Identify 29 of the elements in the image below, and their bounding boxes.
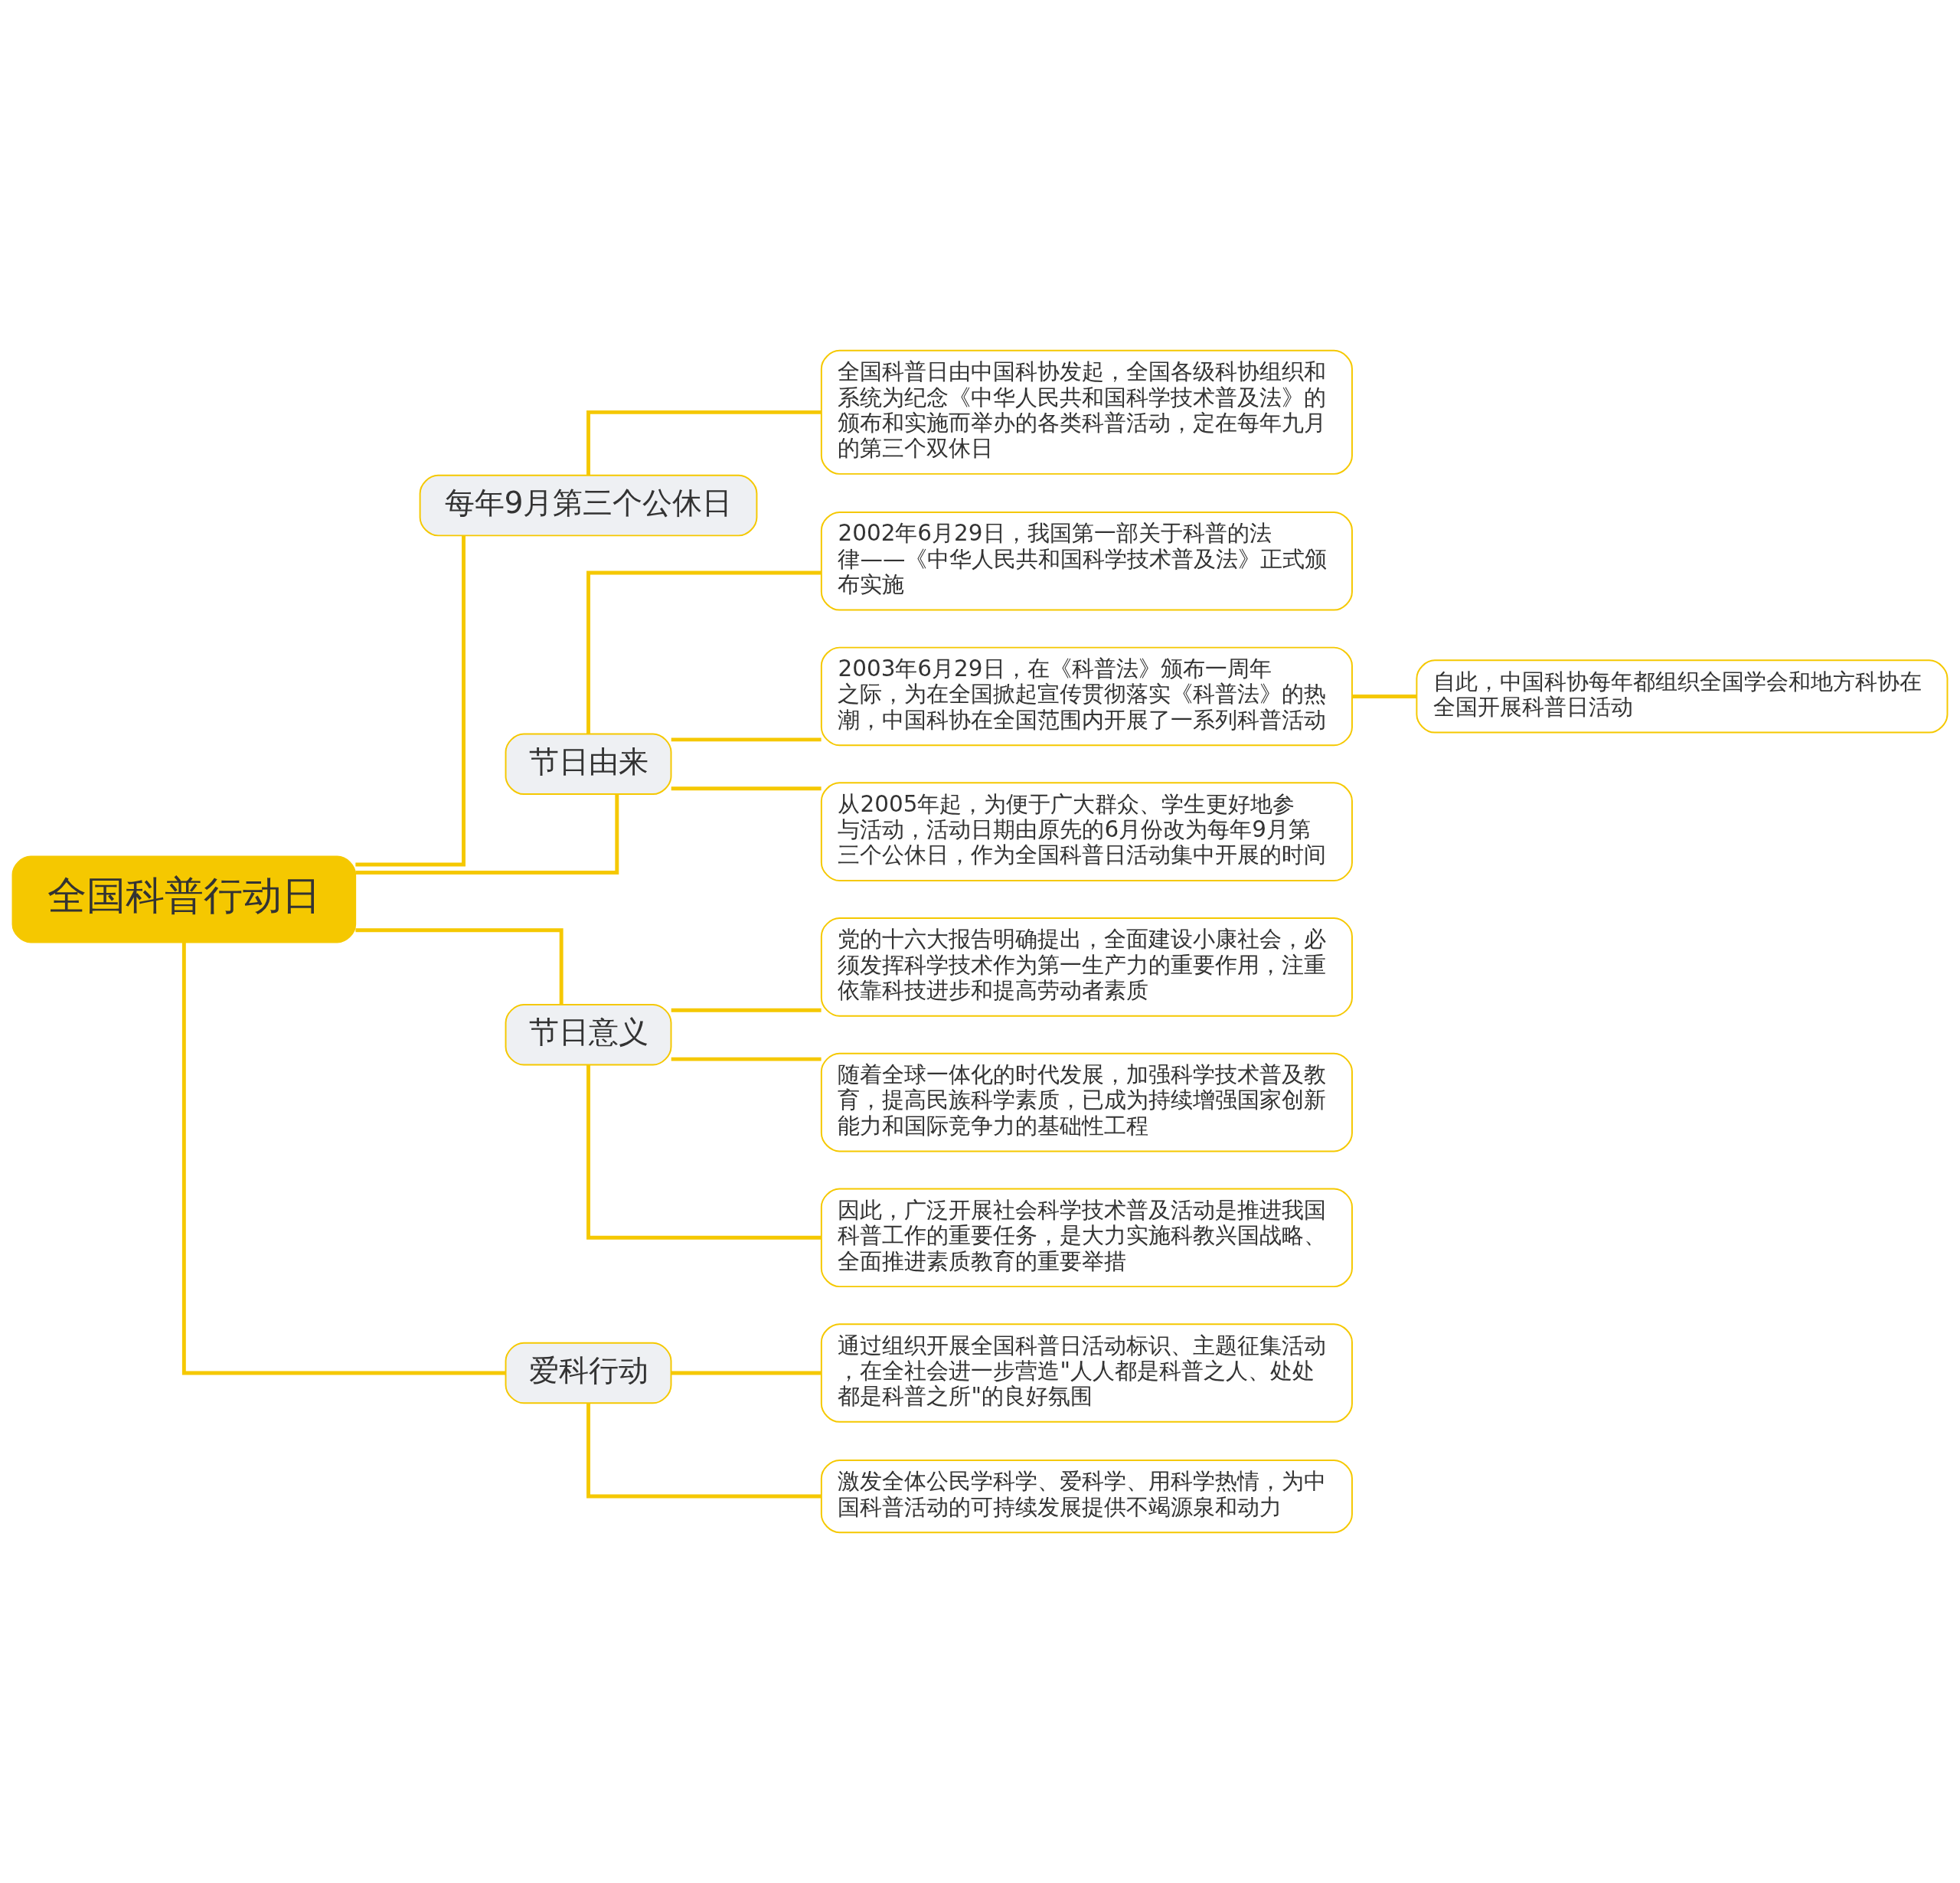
node-box: 全国科普行动日 (11, 855, 357, 943)
node-box: 随着全球一体化的时代发展，加强科学技术普及教育，提高民族科学素质，已成为持续增强国家创新能力和国际竞争力的基础性工程 (820, 1052, 1353, 1152)
connector (671, 1371, 822, 1375)
node-box: 爱科行动 (505, 1342, 672, 1404)
node-box: 节日意义 (505, 1004, 672, 1066)
node-box: 2003年6月29日，在《科普法》颁布一周年之际，为在全国掀起宣传贯彻落实《科普法》的热潮，中国科协在全国范围内开展了一系列科普活动 (820, 646, 1353, 747)
node-box: 自此，中国科协每年都组织全国学会和地方科协在全国开展科普日活动 (1416, 659, 1949, 734)
connector (671, 1008, 822, 1012)
connector (586, 1403, 822, 1499)
connector (586, 1064, 822, 1240)
connector (355, 794, 619, 874)
node-box: 全国科普日由中国科协发起，全国各级科协组织和系统为纪念《中华人民共和国科学技术普及法》的颁布和实施而举办的各类科普活动，定在每年九月的第三个双休日 (820, 349, 1353, 475)
node-box: 激发全体公民学科学、爱科学、用科学热情，为中国科普活动的可持续发展提供不竭源泉和动力 (820, 1459, 1353, 1534)
node-box: 从2005年起，为便于广大群众、学生更好地参与活动，活动日期由原先的6月份改为每年9月第三个公休日，作为全国科普日活动集中开展的时间 (820, 782, 1353, 881)
connector (355, 928, 564, 1005)
node-box: 节日由来 (505, 733, 672, 796)
connector (671, 1057, 822, 1061)
node-box: 因此，广泛开展社会科学技术普及活动是推进我国科普工作的重要任务，是大力实施科教兴国战略、全面推进素质教育的重要举措 (820, 1188, 1353, 1288)
connector (1352, 695, 1417, 698)
connector (586, 570, 822, 734)
connector (586, 410, 822, 476)
connector (671, 786, 822, 791)
node-box: 2002年6月29日，我国第一部关于科普的法律——《中华人民共和国科学技术普及法》正式颁布实施 (820, 511, 1353, 611)
node-box: 党的十六大报告明确提出，全面建设小康社会，必须发挥科学技术作为第一生产力的重要作用，注重依靠科技进步和提高劳动者素质 (820, 917, 1353, 1017)
node-box: 通过组织开展全国科普日活动标识、主题征集活动，在全社会进一步营造"人人都是科普之人、处处都是科普之所"的良好氛围 (820, 1323, 1353, 1423)
node-box: 每年9月第三个公休日 (419, 474, 758, 537)
connector (671, 737, 822, 742)
connector (181, 942, 506, 1375)
connector (355, 536, 466, 867)
